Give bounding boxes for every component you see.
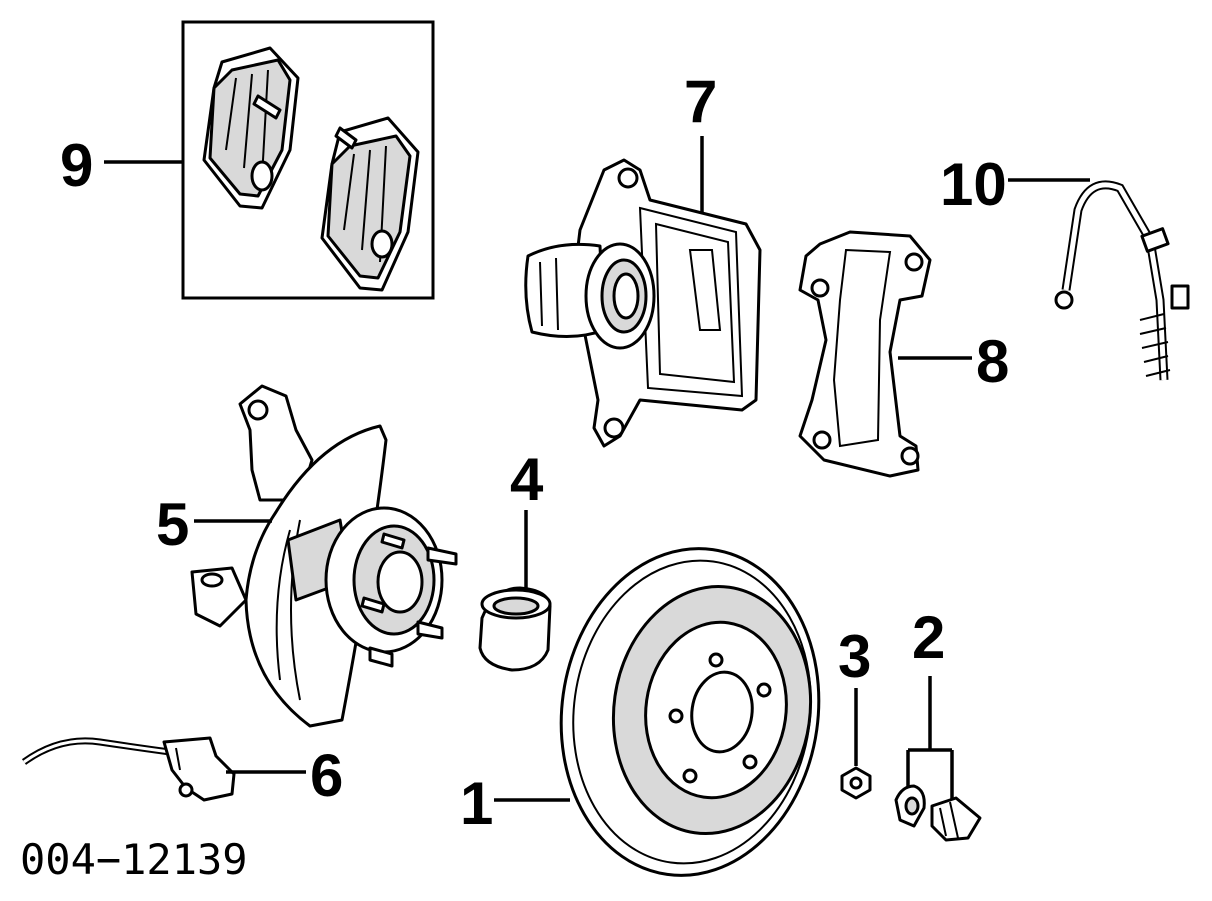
caliper-bracket-part — [798, 230, 932, 478]
callout-3: 3 — [838, 623, 871, 690]
callout-5: 5 — [156, 491, 189, 558]
callout-6: 6 — [310, 742, 343, 809]
callout-9: 9 — [60, 132, 93, 199]
callout-10: 10 — [940, 151, 1007, 218]
callout-7: 7 — [684, 68, 717, 135]
callout-numbers: 9 7 10 8 5 4 3 2 6 1 — [60, 68, 1009, 837]
brake-hose-part — [1054, 180, 1190, 381]
callout-2: 2 — [912, 604, 945, 671]
caliper-part — [524, 158, 762, 448]
brake-pads-box — [181, 20, 435, 300]
knuckle-hub-part — [190, 384, 458, 728]
callout-1: 1 — [460, 770, 493, 837]
callout-4: 4 — [510, 446, 544, 513]
washer-bolt-part — [894, 784, 982, 842]
figure-code: 004−12139 — [20, 835, 248, 884]
abs-sensor-part — [21, 736, 236, 802]
nut-part — [840, 766, 872, 800]
bearing-seal-part — [478, 586, 552, 672]
brake-pads-part — [181, 20, 435, 300]
callout-8: 8 — [976, 328, 1009, 395]
leader-2 — [906, 676, 954, 800]
rotor-part — [559, 547, 821, 877]
leader-lines — [104, 136, 1090, 802]
